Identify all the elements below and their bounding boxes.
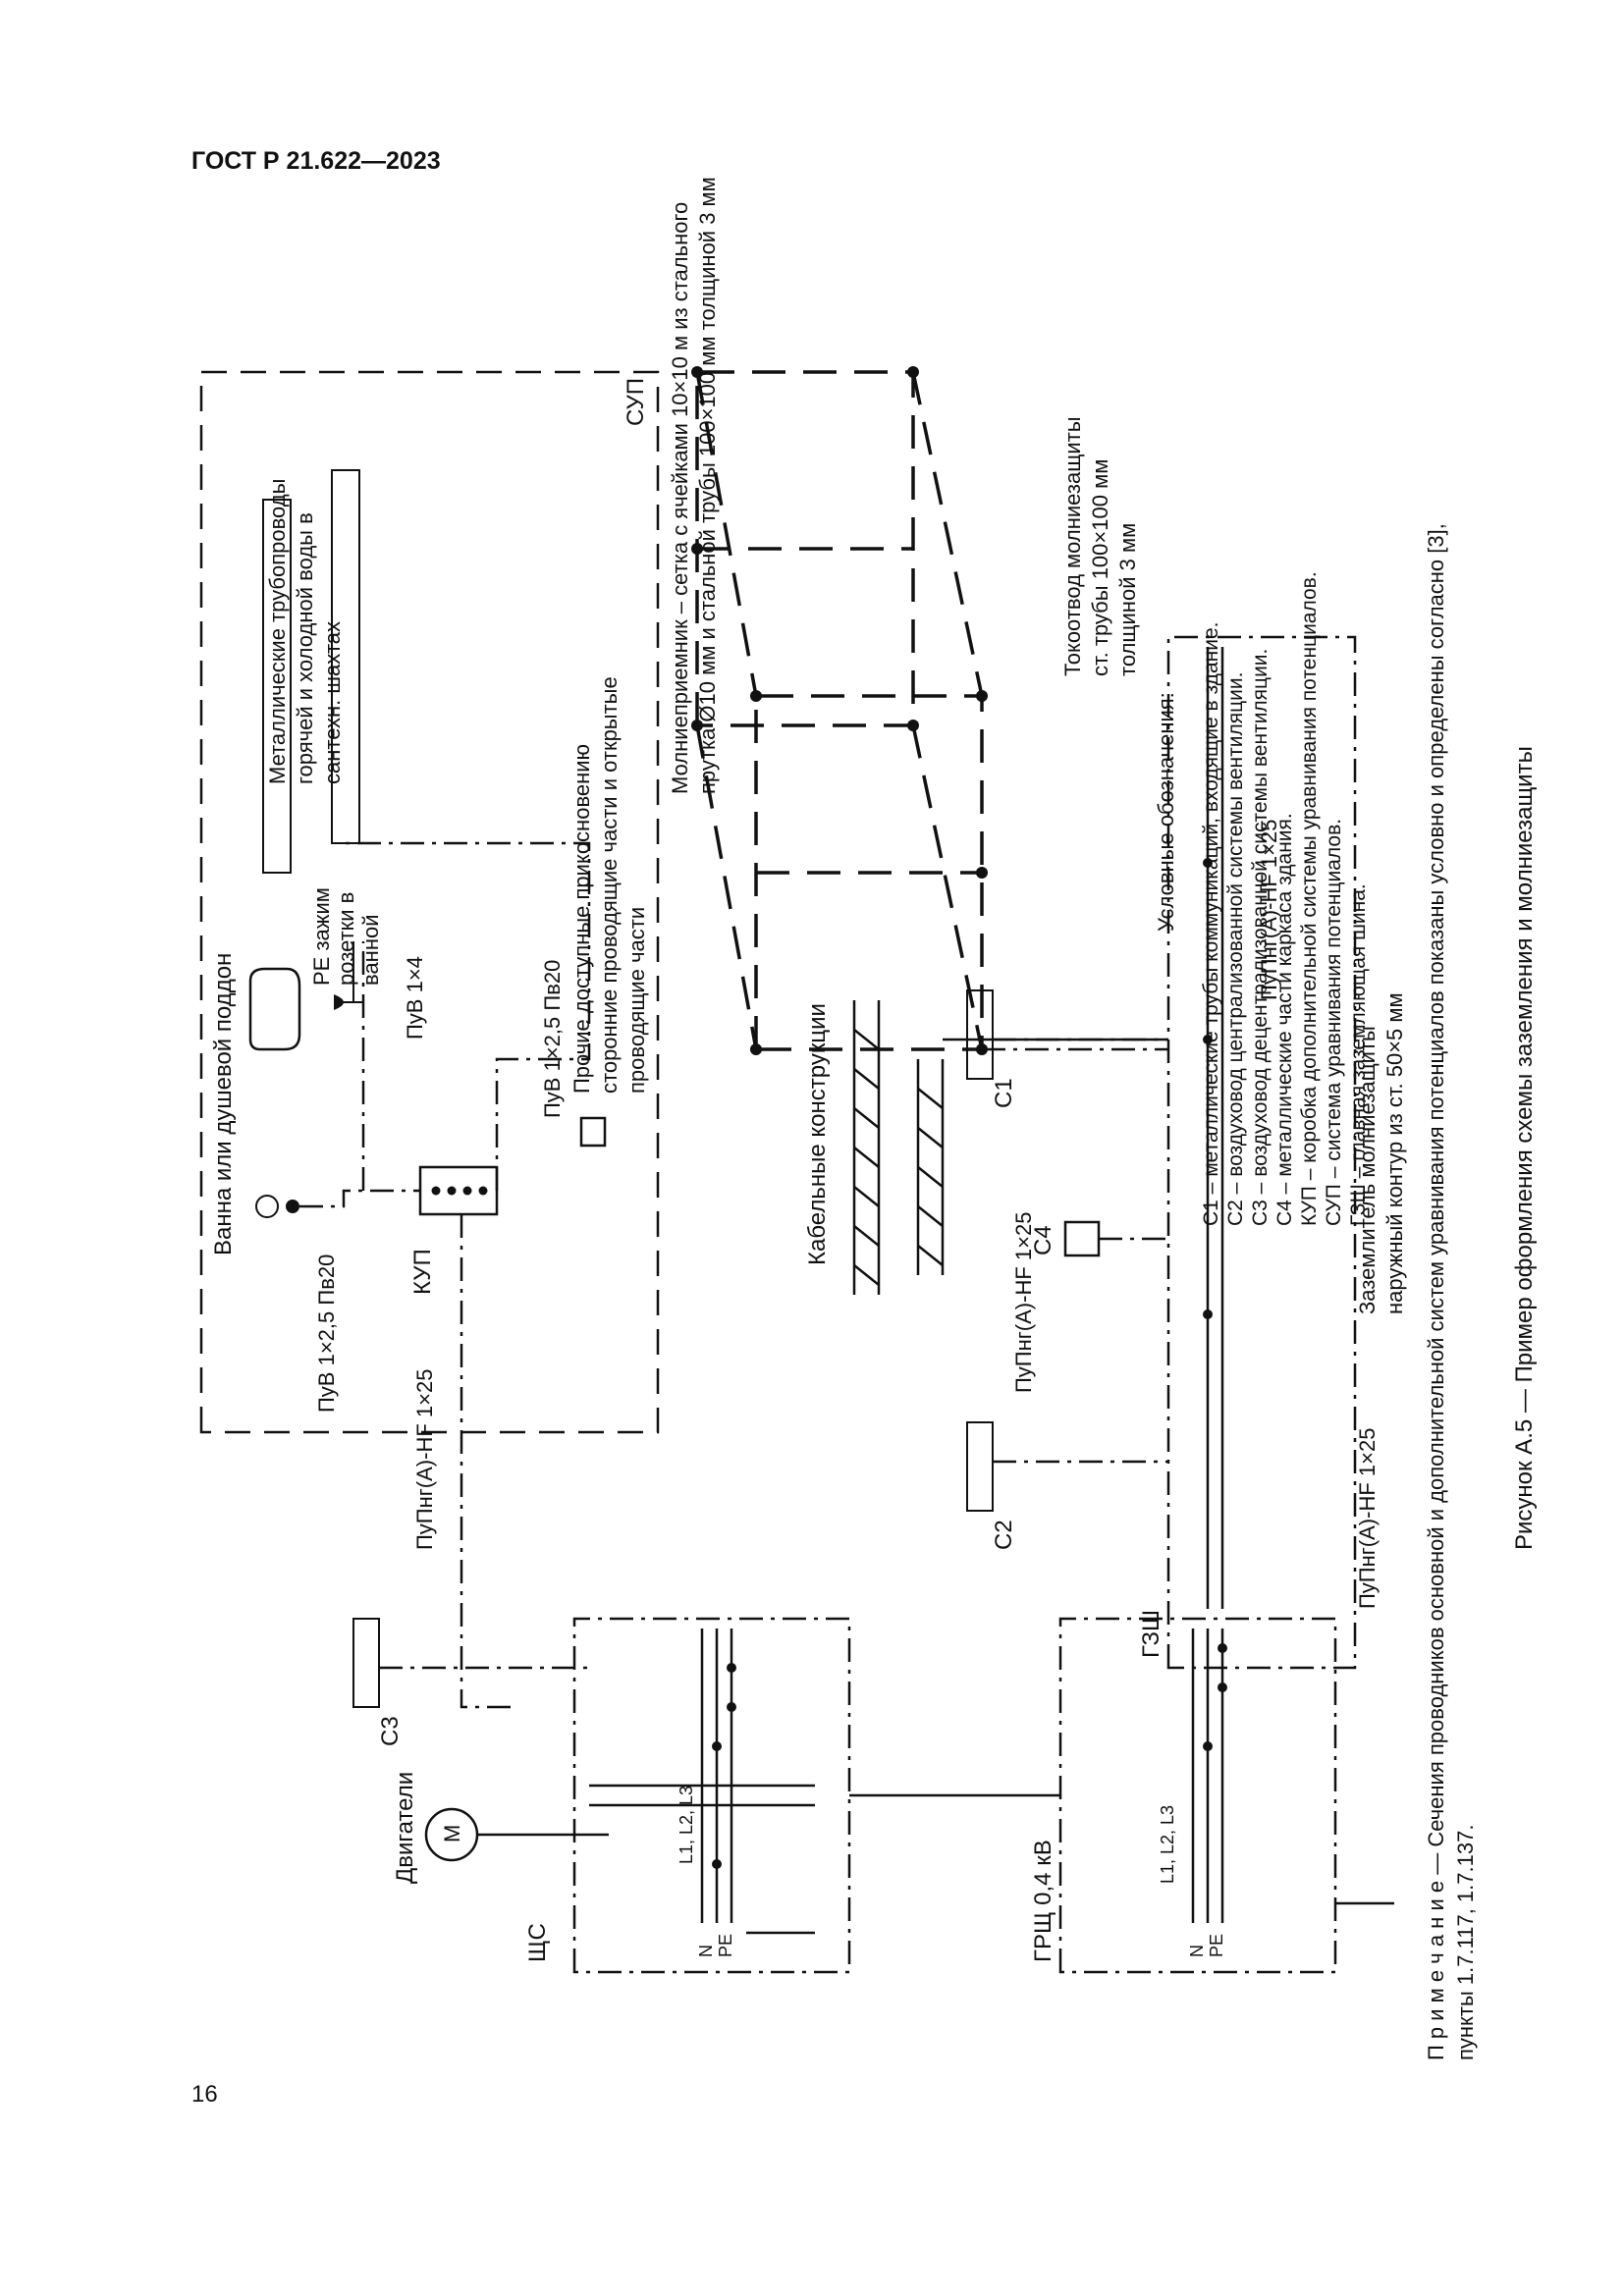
svg-text:Условные обозначения:: Условные обозначения: [1154,692,1178,932]
sup-zone [199,370,660,1434]
svg-text:наружный контур из ст. 50×5 мм: наружный контур из ст. 50×5 мм [1382,992,1407,1314]
svg-text:толщиной 3 мм: толщиной 3 мм [1115,523,1140,676]
c3-label: С3 [377,1716,404,1746]
svg-text:Молниеприемник – сетка с ячейк: Молниеприемник – сетка с ячейками 10×10 … [668,202,692,794]
cable-pupng1: ПуПнг(А)-HF 1×25 [412,1369,437,1550]
cable-puv1: ПуВ 1×2,5 Пв20 [314,1255,339,1413]
cable-pupng3: ПуПнг(А)-HF 1×25 [1257,820,1281,1000]
c4-frame [1063,1220,1101,1257]
pipe-1 [262,499,292,874]
bath-ground-icon [255,1195,279,1218]
svg-text:проводящие части: проводящие части [624,907,649,1094]
bath-ground-point [286,1200,299,1213]
svg-text:горячей и холодной воды в: горячей и холодной воды в [293,512,317,784]
svg-text:ст. трубы 100×100 мм: ст. трубы 100×100 мм [1088,459,1112,676]
c2-duct [966,1421,994,1512]
note-line-2: пункты 1.7.117, 1.7.137. [1453,1825,1478,2060]
motors-label: Двигатели [392,1772,418,1884]
svg-text:L1, L2, L3: L1, L2, L3 [1158,1805,1177,1884]
svg-text:сантехн. шахтах: сантехн. шахтах [320,621,345,784]
svg-text:N: N [696,1945,716,1957]
cable-pupng2: ПуПнг(А)-HF 1×25 [1011,1212,1036,1393]
page-number: 16 [191,2081,218,2108]
cable-puv2: ПуВ 1×4 [403,956,427,1040]
kup-label: КУП [409,1249,436,1295]
gzsh-zone [1166,635,1357,1670]
svg-text:L1, L2, L3: L1, L2, L3 [677,1786,696,1864]
other-parts-box [579,1116,607,1148]
lightning-mesh [691,366,988,1055]
legend: Условные обозначения: С1 – металлические… [1154,571,1370,1226]
c1-pipe [966,989,994,1080]
bath-label: Ванна или душевой поддон [210,953,237,1255]
svg-text:сторонние проводящие части и о: сторонние проводящие части и открытые [597,676,622,1094]
svg-text:Заземлитель молниезащиты: Заземлитель молниезащиты [1355,1026,1380,1314]
svg-text:ванной: ванной [358,915,383,987]
svg-text:розетки в: розетки в [334,892,358,986]
grsh-label: ГРЩ 0,4 кВ [1030,1840,1056,1962]
bath-symbol [248,967,301,1051]
svg-text:С2 – воздуховод централизованн: С2 – воздуховод централизованной системы… [1224,672,1247,1226]
cable-trays [852,1000,945,1295]
svg-text:КУП – коробка дополнительной с: КУП – коробка дополнительной системы ура… [1298,571,1321,1226]
svg-text:PE: PE [716,1934,735,1957]
svg-text:СУП – система уравнивания поте: СУП – система уравнивания потенциалов. [1323,819,1345,1226]
svg-text:Токоотвод молниезащиты: Токоотвод молниезащиты [1060,416,1085,676]
svg-text:M: M [440,1825,464,1842]
svg-text:N: N [1187,1945,1207,1957]
svg-text:ГЗШ – главная заземляющая шина: ГЗШ – главная заземляющая шина. [1347,883,1370,1226]
shs-label: ЩС [524,1923,551,1962]
c3-duct [352,1618,380,1708]
c2-label: С2 [991,1520,1017,1550]
c4-label: С4 [1030,1225,1056,1255]
svg-text:PE зажим: PE зажим [309,887,334,986]
cable-structures-label: Кабельные конструкции [804,1003,831,1265]
c1-label: С1 [991,1078,1017,1108]
document-code: ГОСТ Р 21.622—2023 [191,147,441,175]
grsh-panel [1058,1617,1337,1974]
svg-text:Металлические трубопроводы: Металлические трубопроводы [265,479,290,784]
svg-text:С1 – металлические трубы комму: С1 – металлические трубы коммуникаций, в… [1200,622,1222,1226]
svg-text:прутка Ø10 мм и стальной трубы: прутка Ø10 мм и стальной трубы 100×100 м… [695,177,720,794]
gzsh-label: ГЗШ [1138,1610,1164,1658]
cable-puv3: ПуВ 1×2,5 Пв20 [540,960,565,1118]
note-line-1: П р и м е ч а н и е — Сечения проводнико… [1424,523,1448,2060]
svg-text:Прочие доступные прикосновению: Прочие доступные прикосновению [569,744,594,1094]
svg-text:PE: PE [1207,1934,1226,1957]
svg-text:С4 – металлические части карка: С4 – металлические части каркаса здания. [1273,813,1296,1226]
sup-label: СУП [623,378,649,426]
shs-panel [572,1617,851,1974]
cable-pupng4: ПуПнг(А)-HF 1×25 [1355,1428,1380,1609]
svg-text:С3 – воздуховод децентрализова: С3 – воздуховод децентрализованной систе… [1249,649,1272,1226]
figure-caption: Рисунок А.5 — Пример оформления схемы за… [1511,746,1538,1550]
